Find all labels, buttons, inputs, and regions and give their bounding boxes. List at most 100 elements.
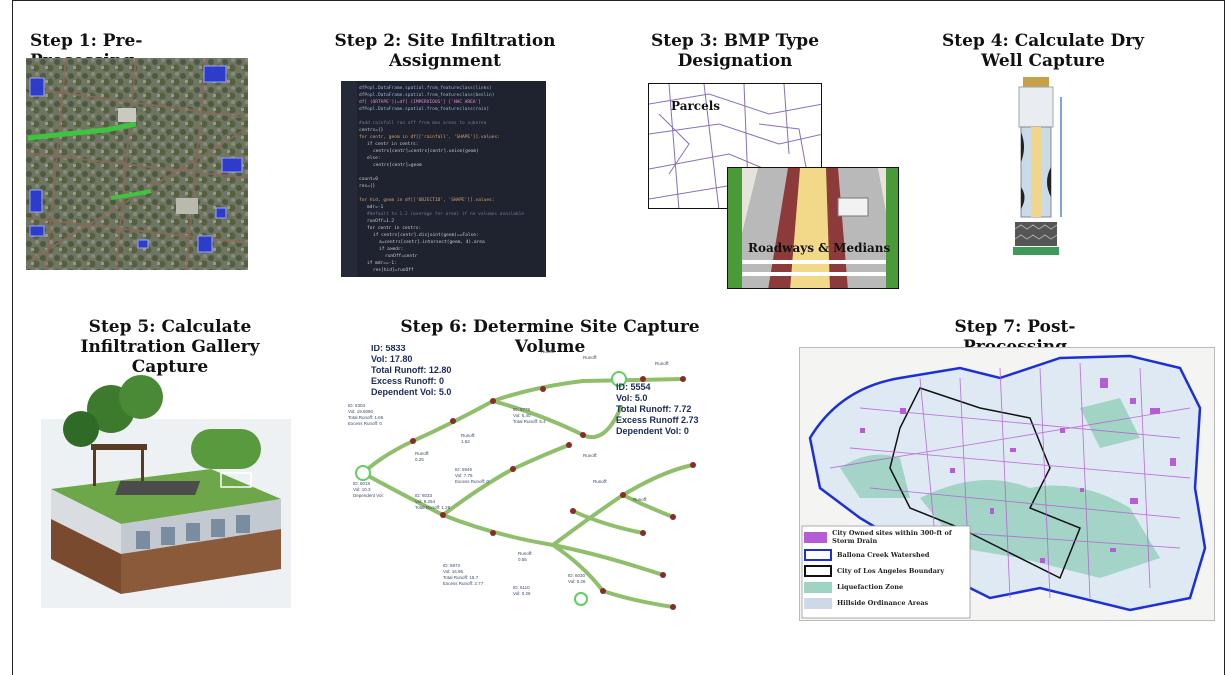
node-a-excess: Excess Runoff: 0: [371, 376, 444, 386]
svg-text:dfPopl.DataFrame.spatial.from_: dfPopl.DataFrame.spatial.from_featurecla…: [359, 92, 494, 98]
node-b-total: Total Runoff: 7.72: [616, 404, 691, 414]
node-a-dependent: Dependent Vol: 5.0: [371, 387, 451, 397]
svg-text:centrs={}: centrs={}: [359, 127, 384, 133]
svg-text:count=0: count=0: [359, 176, 378, 182]
step6-title: Step 6: Determine Site Capture Volume: [400, 317, 700, 357]
svg-text:Runoff:: Runoff:: [541, 349, 555, 354]
step4-drywell-diagram: [1001, 77, 1071, 261]
svg-text:ID: 5945: ID: 5945: [455, 467, 473, 472]
svg-text:0.55: 0.55: [518, 557, 527, 562]
svg-text:Dependent Vol:: Dependent Vol:: [353, 493, 384, 498]
legend-swatch: [804, 565, 832, 577]
svg-text:Vol: 7.75: Vol: 7.75: [455, 473, 473, 478]
svg-text:for centr, geom in df[['rainfa: for centr, geom in df[['rainfall', 'SHAP…: [359, 134, 500, 140]
svg-text:df[ (ORTAPE'])=df[ (IMPERVIOUS: df[ (ORTAPE'])=df[ (IMPERVIOUS'] ['HHC A…: [359, 99, 481, 105]
svg-text:#default to 1.2 (average for a: #default to 1.2 (average for area) if no…: [367, 211, 524, 217]
svg-text:mdr=-1: mdr=-1: [367, 204, 384, 210]
svg-text:Vol: 16.95: Vol: 16.95: [443, 569, 464, 574]
legend-swatch: [804, 597, 832, 609]
svg-text:Runoff:: Runoff:: [415, 451, 429, 456]
node-b-vol: Vol: 5.0: [616, 393, 647, 403]
svg-text:for centr in centrs:: for centr in centrs:: [367, 225, 421, 231]
legend-item-city-boundary: City of Los Angeles Boundary: [804, 564, 970, 578]
svg-text:Runoff:: Runoff:: [461, 433, 475, 438]
legend-item-hillside: Hillside Ordinance Areas: [804, 596, 970, 610]
svg-text:Runoff:: Runoff:: [583, 355, 597, 360]
svg-text:centrs[centr]=geom: centrs[centr]=geom: [373, 162, 422, 168]
step2-title: Step 2: Site Infiltration Assignment: [334, 31, 556, 71]
step1-aerial-image: [26, 58, 248, 270]
svg-text:ID: 6033: ID: 6033: [415, 493, 433, 498]
svg-text:Runoff:: Runoff:: [518, 551, 532, 556]
svg-text:Vol: 9.254: Vol: 9.254: [415, 499, 436, 504]
parcels-label: Parcels: [671, 99, 720, 113]
node-b-id: ID: 5554: [616, 382, 651, 392]
legend-label: City of Los Angeles Boundary: [837, 567, 945, 575]
svg-text:if centrs[centr].disjoint(geom: if centrs[centr].disjoint(geom)==False:: [373, 232, 479, 238]
legend-label: Ballona Creek Watershed: [837, 551, 930, 559]
svg-text:ID: 6303: ID: 6303: [348, 403, 366, 408]
svg-text:Vol: 19.6080: Vol: 19.6080: [348, 409, 374, 414]
svg-text:Vol: 10.3: Vol: 10.3: [353, 487, 371, 492]
svg-text:if centr in centrs:: if centr in centrs:: [367, 141, 418, 147]
svg-text:a=centrs[centr].intersect(geom: a=centrs[centr].intersect(geom, 4).area: [379, 239, 485, 245]
node-b-dependent: Dependent Vol: 0: [616, 426, 689, 436]
legend-swatch: [804, 549, 832, 561]
svg-text:Total Runoff: 1.28: Total Runoff: 1.28: [415, 505, 451, 510]
svg-text:dfPopl.DataFrame.spatial.from_: dfPopl.DataFrame.spatial.from_featurecla…: [359, 106, 489, 112]
svg-text:ID: 6019: ID: 6019: [353, 481, 371, 486]
legend-label: Liquefaction Zone: [837, 583, 904, 591]
svg-text:res={}: res={}: [359, 183, 376, 189]
legend-swatch: [804, 581, 832, 593]
step5-title: Step 5: Calculate Infiltration Gallery C…: [80, 317, 260, 377]
svg-text:ID: 6873: ID: 6873: [443, 563, 461, 568]
svg-text:0.25: 0.25: [415, 457, 424, 462]
svg-text:Excess Runoff: 0: Excess Runoff: 0: [455, 479, 489, 484]
svg-text:if a>mdr:: if a>mdr:: [379, 246, 403, 252]
svg-text:if mdr==-1:: if mdr==-1:: [367, 260, 397, 266]
svg-text:Total Runoff: 5.4: Total Runoff: 5.4: [513, 419, 546, 424]
svg-text:Runoff:: Runoff:: [583, 453, 597, 458]
map-legend-items: City Owned sites within 300-ft of Storm …: [804, 528, 970, 610]
svg-text:Vol: 0.26: Vol: 0.26: [513, 591, 531, 596]
svg-text:Runoff:: Runoff:: [633, 497, 647, 502]
svg-text:Runoff:: Runoff:: [655, 361, 669, 366]
svg-text:centrs[centr]=centrs[centr].un: centrs[centr]=centrs[centr].union(geom): [373, 148, 479, 154]
svg-text:ID: 5779: ID: 5779: [513, 407, 531, 412]
svg-text:Excess Runoff: 2.77: Excess Runoff: 2.77: [443, 581, 484, 586]
svg-text:Total Runoff: 18.7: Total Runoff: 18.7: [443, 575, 479, 580]
legend-item-liquefaction: Liquefaction Zone: [804, 580, 970, 594]
svg-text:dfPopl.DataFrame.spatial.from_: dfPopl.DataFrame.spatial.from_featurecla…: [359, 85, 492, 91]
legend-item-city-sites: City Owned sites within 300-ft of Storm …: [804, 528, 970, 546]
legend-label: Hillside Ordinance Areas: [837, 599, 929, 607]
svg-text:for hid, geom in df[['OBJECTID: for hid, geom in df[['OBJECTID', 'SHAPE'…: [359, 197, 494, 203]
svg-text:Vol: 0.26: Vol: 0.26: [568, 579, 586, 584]
roadways-label: Roadways & Medians: [748, 241, 891, 255]
node-a-vol: Vol: 17.80: [371, 354, 412, 364]
legend-label: City Owned sites within 300-ft of Storm …: [832, 529, 952, 545]
node-b-excess: Excess Runoff 2.73: [616, 415, 699, 425]
step4-title: Step 4: Calculate Dry Well Capture: [941, 31, 1145, 71]
node-a-total: Total Runoff: 12.80: [371, 365, 451, 375]
svg-text:res[hid]=runOff: res[hid]=runOff: [373, 267, 414, 273]
node-a-id: ID: 5833: [371, 345, 406, 353]
svg-text:runOff=centr: runOff=centr: [385, 253, 418, 259]
svg-text:ID: 6030: ID: 6030: [568, 573, 586, 578]
step5-gallery-illustration: [41, 369, 291, 608]
svg-text:Total Runoff: 1.66: Total Runoff: 1.66: [348, 415, 384, 420]
step2-code-screenshot: dfPopl.DataFrame.spatial.from_featurecla…: [341, 81, 546, 277]
step3-roadways-render: Roadways & Medians: [727, 167, 899, 289]
svg-text:Vol: 5.40: Vol: 5.40: [513, 413, 531, 418]
svg-text:Excess Runoff: 0: Excess Runoff: 0: [348, 421, 382, 426]
svg-text:1.62: 1.62: [461, 439, 470, 444]
svg-text:else:: else:: [367, 155, 381, 161]
step7-map: City Owned sites within 300-ft of Storm …: [799, 347, 1215, 621]
svg-text:ID: 6110: ID: 6110: [513, 585, 530, 590]
legend-item-watershed: Ballona Creek Watershed: [804, 548, 970, 562]
legend-swatch: [804, 531, 828, 543]
svg-text:Runoff:: Runoff:: [593, 479, 607, 484]
step3-title: Step 3: BMP Type Designation: [650, 31, 820, 71]
svg-text:#add rainfall ran off from max: #add rainfall ran off from max areas to …: [359, 120, 487, 126]
svg-text:runOff=1.2: runOff=1.2: [367, 218, 394, 224]
